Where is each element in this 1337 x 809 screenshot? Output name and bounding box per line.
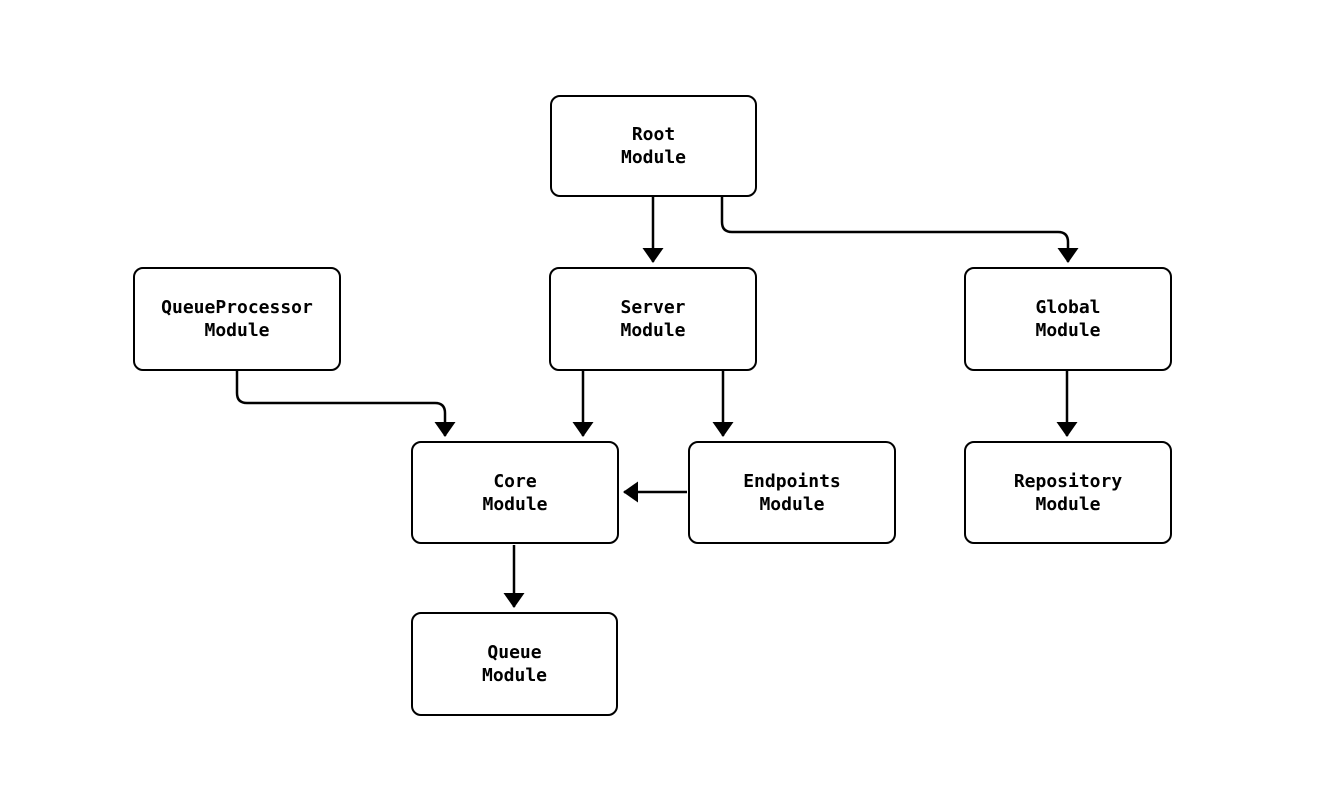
- node-core-module-label: Core Module: [482, 470, 548, 515]
- node-global-module: Global Module: [964, 267, 1172, 371]
- node-repository-module-label: Repository Module: [1013, 470, 1123, 515]
- node-queue-module: Queue Module: [411, 612, 618, 716]
- node-queueprocessor-module: QueueProcessor Module: [133, 267, 341, 371]
- node-endpoints-module: Endpoints Module: [688, 441, 896, 544]
- node-root-module: Root Module: [550, 95, 757, 197]
- edge-queueprocessor-to-core: [235, 371, 456, 437]
- node-root-module-label: Root Module: [620, 124, 687, 168]
- node-queue-module-label: Queue Module: [481, 642, 548, 686]
- node-global-module-label: Global Module: [1035, 297, 1101, 341]
- node-repository-module: Repository Module: [964, 441, 1172, 544]
- node-server-module-label: Server Module: [620, 297, 686, 341]
- node-server-module: Server Module: [549, 267, 757, 371]
- node-core-module: Core Module: [411, 441, 619, 544]
- edge-root-to-global: [720, 197, 1079, 263]
- node-endpoints-module-label: Endpoints Module: [743, 470, 841, 515]
- node-queueprocessor-module-label: QueueProcessor Module: [161, 297, 313, 341]
